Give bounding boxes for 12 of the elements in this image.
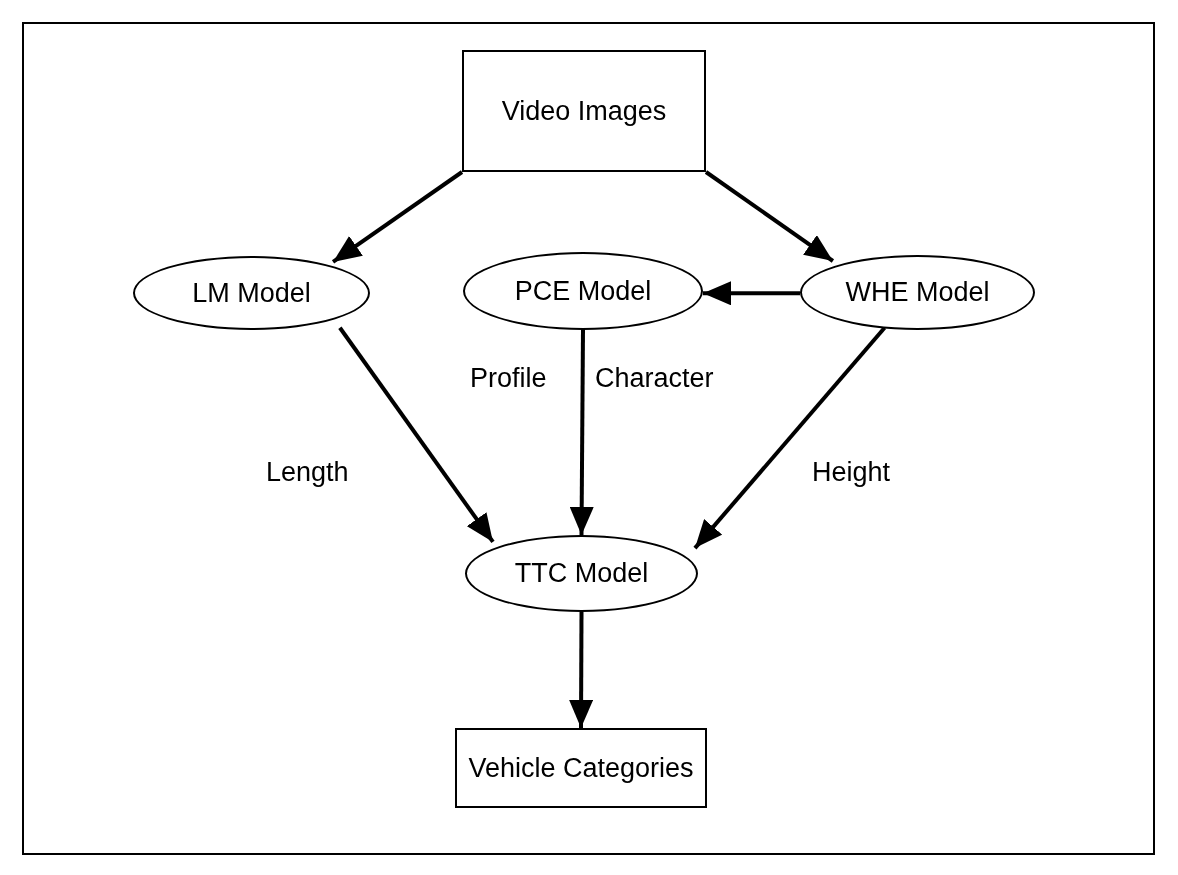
process-box: Video Images: [462, 50, 706, 172]
arrow: [569, 330, 594, 535]
model-ellipse: TTC Model: [465, 535, 698, 612]
process-box: Vehicle Categories: [455, 728, 707, 808]
arrow: [704, 170, 835, 263]
arrow: [331, 170, 464, 264]
model-ellipse: WHE Model: [800, 255, 1035, 330]
model-ellipse: LM Model: [133, 256, 370, 330]
arrow: [338, 326, 495, 544]
arrow: [703, 281, 800, 306]
model-ellipse: PCE Model: [463, 252, 703, 330]
arrow: [569, 612, 594, 728]
